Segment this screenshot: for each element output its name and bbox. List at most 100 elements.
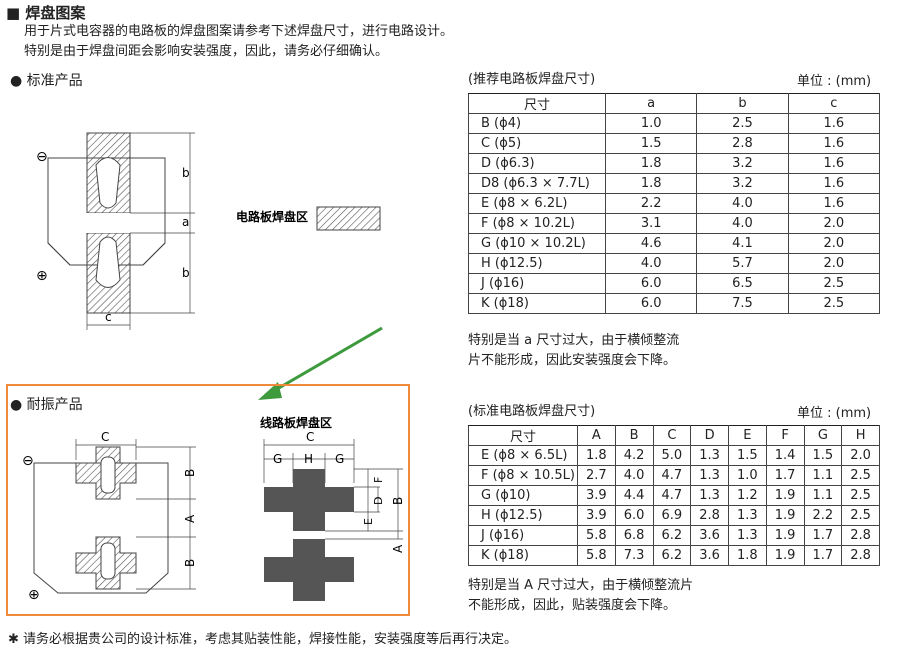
cell-value: 3.2: [696, 153, 789, 174]
pad-area-swatch: [316, 206, 381, 231]
cell-value: 1.7: [803, 545, 843, 566]
cell-value: 6.0: [604, 293, 698, 314]
standard-pad-diagram: b a b c ⊖ ⊕ 电路板焊盘区: [36, 132, 381, 330]
cell-value: 4.7: [652, 485, 692, 506]
cell-value: 2.0: [787, 213, 881, 234]
cell-value: 1.5: [728, 445, 767, 466]
cell-value: 4.1: [696, 233, 789, 254]
row-label: F (ϕ8 × 10.2L): [468, 213, 606, 234]
cell-value: 5.7: [696, 253, 789, 274]
cell-value: 4.4: [614, 485, 654, 506]
cell-value: 2.0: [787, 253, 881, 274]
table1-header-1: a: [604, 93, 698, 114]
cell-value: 1.3: [690, 445, 729, 466]
cell-value: 3.9: [577, 505, 616, 526]
dim-B-lower: B: [183, 559, 197, 567]
cell-value: 2.2: [604, 193, 698, 214]
cell-value: 1.8: [604, 173, 698, 194]
table2-note-1: 特别是当 A 尺寸过大，由于横倾整流片: [468, 578, 694, 593]
table2-header-8: H: [841, 425, 880, 446]
plus-sign-vib: ⊕: [28, 587, 40, 603]
cell-value: 3.6: [690, 525, 729, 546]
cell-value: 1.1: [803, 465, 843, 486]
cell-value: 1.8: [728, 545, 767, 566]
dim-F: F: [372, 477, 385, 483]
vibration-frame: [6, 384, 410, 616]
cell-value: 5.0: [652, 445, 692, 466]
cell-value: 1.4: [765, 445, 805, 466]
pad-area-label: 电路板焊盘区: [236, 209, 308, 224]
section-title: ■ 焊盘图案: [6, 4, 86, 22]
cell-value: 1.5: [803, 445, 843, 466]
row-label: F (ϕ8 × 10.5L): [468, 465, 578, 486]
dim-A: A: [183, 514, 197, 523]
cell-value: 2.8: [841, 525, 880, 546]
cell-value: 3.9: [577, 485, 616, 506]
intro-line-1: 用于片式电容器的电路板的焊盘图案请参考下述焊盘尺寸，进行电路设计。: [24, 24, 454, 39]
footer-note: ✱ 请务必根据贵公司的设计标准，考虑其贴装性能，焊接性能，安装强度等后再行决定。: [8, 632, 518, 647]
table2-header-1: A: [577, 425, 616, 446]
cell-value: 6.2: [652, 525, 692, 546]
cell-value: 4.7: [652, 465, 692, 486]
table1-header-0: 尺寸: [468, 93, 606, 114]
vibration-product-heading: ● 耐振产品: [10, 397, 83, 413]
dim-G-right: G: [335, 452, 344, 466]
table2-header-6: F: [765, 425, 805, 446]
cell-value: 6.5: [696, 273, 789, 294]
cell-value: 4.2: [614, 445, 654, 466]
cell-value: 1.9: [765, 525, 805, 546]
cell-value: 1.2: [728, 485, 767, 506]
cell-value: 1.9: [765, 505, 805, 526]
dim-c: c: [105, 310, 112, 324]
cell-value: 2.5: [841, 485, 880, 506]
cell-value: 1.8: [604, 153, 698, 174]
cell-value: 7.3: [614, 545, 654, 566]
row-label: J (ϕ16): [468, 525, 578, 546]
cell-value: 1.8: [577, 445, 616, 466]
cell-value: 1.5: [604, 133, 698, 154]
cell-value: 1.6: [787, 113, 881, 134]
dim-a: a: [182, 215, 189, 229]
dim-C-right: C: [306, 430, 314, 444]
cell-value: 6.0: [614, 505, 654, 526]
cell-value: 2.8: [690, 505, 729, 526]
cell-value: 3.6: [690, 545, 729, 566]
cell-value: 1.0: [604, 113, 698, 134]
minus-sign-vib: ⊖: [22, 453, 34, 469]
cell-value: 4.6: [604, 233, 698, 254]
cell-value: 1.6: [787, 153, 881, 174]
cell-value: 2.2: [803, 505, 843, 526]
row-label: E (ϕ8 × 6.2L): [468, 193, 606, 214]
cell-value: 2.7: [577, 465, 616, 486]
dim-B-upper: B: [183, 469, 197, 477]
table1-unit: 单位 : (mm): [797, 74, 872, 89]
row-label: B (ϕ4): [468, 113, 606, 134]
cell-value: 2.5: [841, 465, 880, 486]
dim-E: E: [362, 518, 375, 525]
cell-value: 4.0: [696, 193, 789, 214]
dim-H: H: [304, 452, 313, 466]
cell-value: 1.3: [728, 525, 767, 546]
cell-value: 5.8: [577, 545, 616, 566]
row-label: D (ϕ6.3): [468, 153, 606, 174]
row-label: C (ϕ5): [468, 133, 606, 154]
cell-value: 1.9: [765, 485, 805, 506]
row-label: K (ϕ18): [468, 293, 606, 314]
intro-line-2: 特别是由于焊盘间距会影响安装强度，因此，请务必仔细确认。: [24, 44, 389, 59]
cell-value: 1.6: [787, 133, 881, 154]
table2-unit: 单位 : (mm): [797, 406, 872, 421]
cell-value: 2.0: [841, 445, 880, 466]
cell-value: 7.5: [696, 293, 789, 314]
cell-value: 1.3: [690, 465, 729, 486]
cell-value: 4.0: [696, 213, 789, 234]
